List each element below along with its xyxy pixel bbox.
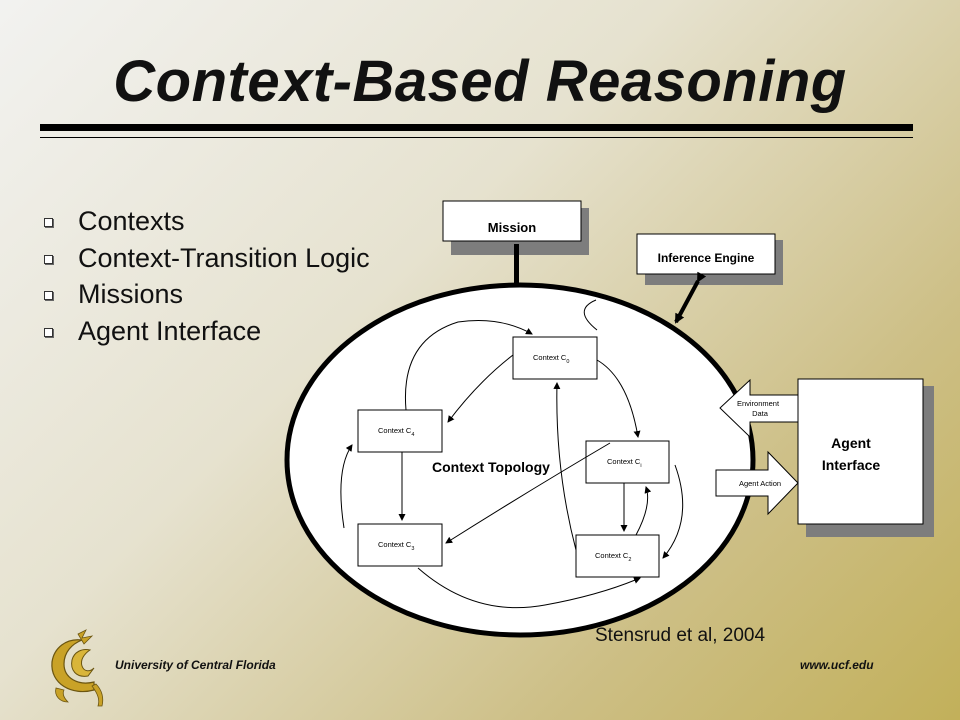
svg-text:Context C4: Context C4 [378,426,414,438]
transition-arrows [340,299,684,609]
bullet-square-icon [44,291,53,300]
context-label: Context C [533,353,567,362]
transition-arrow [553,382,577,551]
transition-arrow [583,299,598,331]
transition-arrow [635,486,652,536]
ucf-pegasus-logo-icon [51,629,104,707]
context-subscript: 0 [566,359,569,365]
environment-data-arrow: Environment Data [719,378,799,439]
context-label: Context C [378,540,412,549]
bullet-list: Contexts Context-Transition Logic Missio… [44,203,370,349]
context-box-c3: Context C3 [357,523,443,567]
inference-engine-link [674,271,707,324]
context-box-c2: Context C2 [575,534,660,578]
bullet-item: Context-Transition Logic [44,240,370,277]
agent-action-arrow: Agent Action [715,450,799,516]
bullet-text: Agent Interface [78,315,262,346]
svg-text:Context Ci: Context Ci [607,457,642,469]
mission-box: Mission [442,200,589,255]
svg-text:Context C0: Context C0 [533,353,569,365]
mission-label: Mission [488,220,536,235]
bullet-text: Context-Transition Logic [78,242,370,273]
title-rule-thin [40,137,913,138]
bullet-square-icon [44,254,53,264]
context-topology-label: Context Topology [432,459,550,475]
footer-university: University of Central Florida [115,658,276,672]
context-box-ci: Context Ci [585,440,670,484]
environment-data-label: Data [752,409,769,418]
inference-engine-label: Inference Engine [658,251,755,265]
transition-arrow [596,359,641,438]
footer-url: www.ucf.edu [800,658,874,672]
context-box-c0: Context C0 [512,336,598,380]
svg-text:Context C2: Context C2 [595,551,631,563]
bullet-square-icon [44,327,53,337]
transition-arrow [662,464,684,559]
bullet-text: Missions [78,279,184,309]
agent-interface-box: Agent Interface [797,378,934,537]
agent-interface-label: Agent [831,435,871,451]
context-subscript: 4 [411,432,414,438]
context-subscript: i [640,463,641,469]
context-box-c4: Context C4 [357,409,443,453]
context-label: Context C [607,457,641,466]
context-subscript: 3 [411,546,414,552]
transition-arrow [417,567,641,609]
citation: Stensrud et al, 2004 [595,625,766,646]
agent-interface-label: Interface [822,457,881,473]
context-label: Context C [378,426,412,435]
agent-action-label: Agent Action [739,479,781,488]
inference-engine-box: Inference Engine [636,233,783,285]
environment-data-label: Environment [737,399,780,408]
transition-arrow [340,444,353,529]
bullet-item: Agent Interface [44,313,370,350]
bullet-square-icon [44,218,53,227]
transition-arrow [445,442,611,544]
bullet-item: Contexts [44,203,370,240]
bullet-text: Contexts [78,206,185,236]
transition-arrow [404,320,533,411]
transition-arrow [447,354,514,423]
context-subscript: 2 [628,557,631,563]
bullet-item: Missions [44,276,370,313]
svg-text:Context C3: Context C3 [378,540,414,552]
mission-link [514,244,519,286]
title-rule-thick [40,124,913,131]
context-label: Context C [595,551,629,560]
slide-title: Context-Based Reasoning [113,49,847,114]
